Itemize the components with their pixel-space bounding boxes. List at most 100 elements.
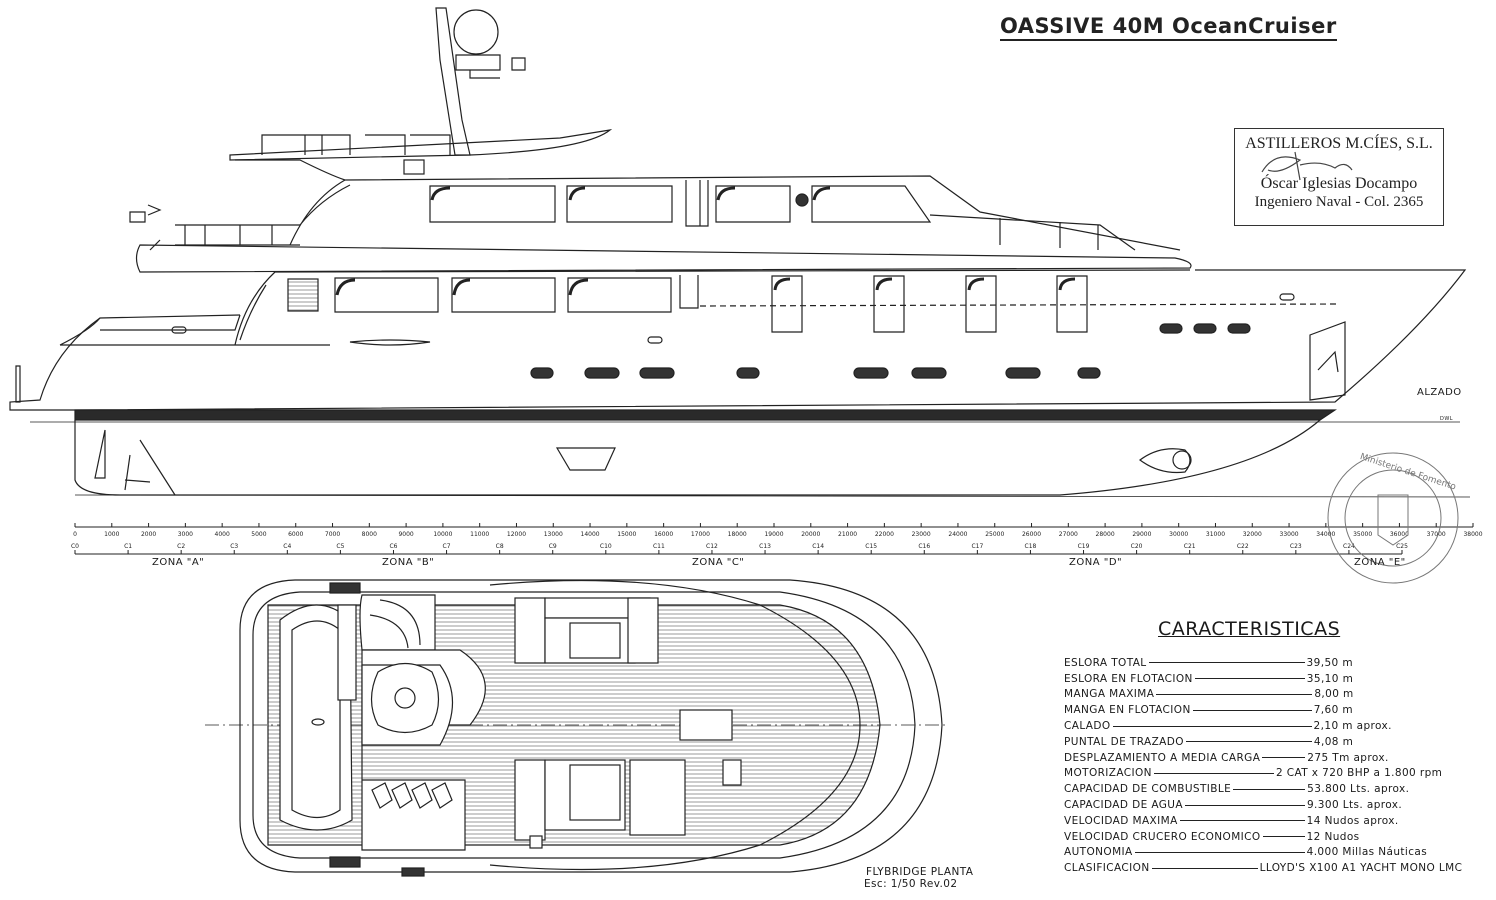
spec-value: 2,10 m aprox. xyxy=(1313,720,1392,733)
specs-heading: CARACTERISTICAS xyxy=(1158,618,1341,640)
frame-label: C19 xyxy=(1078,543,1090,550)
ruler-mm-label: 34000 xyxy=(1316,531,1335,538)
ruler-mm-label: 24000 xyxy=(948,531,967,538)
frame-label: C17 xyxy=(971,543,983,550)
spec-label: ESLORA EN FLOTACION xyxy=(1064,672,1193,685)
frame-label: C11 xyxy=(653,543,665,550)
ruler-mm-label: 6000 xyxy=(288,531,303,538)
zone-label: ZONA "C" xyxy=(692,557,745,568)
frame-label: C3 xyxy=(230,543,238,550)
ruler-mm-label: 18000 xyxy=(728,531,747,538)
ruler-mm-label: 19000 xyxy=(764,531,783,538)
ruler-mm-label: 1000 xyxy=(104,531,119,538)
zone-label: ZONA "E" xyxy=(1354,557,1406,568)
spec-label: PUNTAL DE TRAZADO xyxy=(1064,735,1184,748)
ruler-mm-label: 9000 xyxy=(398,531,413,538)
ruler-mm-label: 30000 xyxy=(1169,531,1188,538)
ruler-mm-label: 35000 xyxy=(1353,531,1372,538)
zone-label: ZONA "A" xyxy=(152,557,205,568)
frame-label: C14 xyxy=(812,543,824,550)
spec-value: 9.300 Lts. aprox. xyxy=(1306,799,1403,812)
spec-label: MANGA MAXIMA xyxy=(1064,688,1155,701)
leader-line xyxy=(1153,772,1274,774)
upper-windows xyxy=(429,185,932,223)
frame-label: C1 xyxy=(124,543,132,550)
spec-value: 35,10 m xyxy=(1306,672,1354,685)
waterline-label: DWL xyxy=(1440,416,1454,422)
ruler-mm-label: 4000 xyxy=(215,531,230,538)
ruler-mm-label: 16000 xyxy=(654,531,673,538)
spec-row: CAPACIDAD DE AGUA 9.300 Lts. aprox. xyxy=(1064,797,1484,813)
ruler-mm-label: 8000 xyxy=(362,531,377,538)
drawing-title: OASSIVE 40M OceanCruiser xyxy=(1000,14,1337,41)
spec-row: AUTONOMIA 4.000 Millas Náuticas xyxy=(1064,845,1484,861)
frame-label: C4 xyxy=(283,543,291,550)
leader-line xyxy=(1179,820,1305,822)
staircase xyxy=(359,594,436,651)
ruler-mm-label: 17000 xyxy=(691,531,710,538)
hull-portholes xyxy=(530,323,1251,379)
frame-label: C24 xyxy=(1343,543,1355,550)
hull-sheer xyxy=(9,269,1467,411)
ruler-mm-label: 0 xyxy=(73,531,77,538)
spec-value: 39,50 m xyxy=(1306,656,1353,669)
leader-line xyxy=(1194,678,1305,680)
svg-text:Ministerio de Fomento: Ministerio de Fomento xyxy=(1359,452,1458,493)
spec-label: CAPACIDAD DE AGUA xyxy=(1064,799,1183,812)
leader-line xyxy=(1185,741,1312,743)
spec-label: MOTORIZACION xyxy=(1064,767,1152,780)
flybridge-hardtop xyxy=(229,129,613,161)
ruler-mm-label: 36000 xyxy=(1390,531,1409,538)
spec-value: 4.000 Millas Náuticas xyxy=(1306,846,1428,859)
spec-value: 53.800 Lts. aprox. xyxy=(1307,783,1410,796)
frame-label: C9 xyxy=(549,543,557,550)
ruler-mm-label: 13000 xyxy=(544,531,563,538)
ruler-mm-label: 31000 xyxy=(1206,531,1225,538)
frame-label: C5 xyxy=(336,543,344,550)
spec-row: CALADO 2,10 m aprox. xyxy=(1064,718,1484,734)
ruler-mm-label: 27000 xyxy=(1059,531,1078,538)
spec-value: 275 Tm aprox. xyxy=(1307,751,1389,764)
ruler-mm-label: 15000 xyxy=(617,531,636,538)
frame-label: C25 xyxy=(1396,543,1408,550)
ruler-mm-label: 28000 xyxy=(1096,531,1115,538)
leader-line xyxy=(1134,851,1305,853)
spec-value: 2 CAT x 720 BHP a 1.800 rpm xyxy=(1275,767,1443,780)
ruler-mm-label: 22000 xyxy=(875,531,894,538)
frame-label: C18 xyxy=(1025,543,1037,550)
leader-line xyxy=(1148,662,1305,664)
ruler-mm-label: 12000 xyxy=(507,531,526,538)
spec-label: CLASIFICACION xyxy=(1064,862,1150,875)
stamp-role: Ingeniero Naval - Col. 2365 xyxy=(1254,194,1424,210)
boot-top-stripe xyxy=(74,409,1337,421)
elevation-label: ALZADO xyxy=(1417,387,1462,398)
signature xyxy=(1261,151,1353,181)
frame-label: C2 xyxy=(177,543,185,550)
spec-value: 7,60 m xyxy=(1313,704,1354,717)
radome xyxy=(453,9,499,55)
spec-row: ESLORA EN FLOTACION 35,10 m xyxy=(1064,671,1484,687)
mast xyxy=(435,7,471,156)
spec-label: AUTONOMIA xyxy=(1064,846,1133,859)
leader-line xyxy=(1151,867,1258,869)
jacuzzi xyxy=(370,662,440,734)
ruler-mm-label: 3000 xyxy=(178,531,193,538)
spec-label: VELOCIDAD MAXIMA xyxy=(1064,814,1178,827)
ruler-mm-label: 2000 xyxy=(141,531,156,538)
spec-value: 12 Nudos xyxy=(1306,830,1360,843)
spec-value: 14 Nudos aprox. xyxy=(1306,814,1399,827)
flybridge-plan-view xyxy=(205,579,945,877)
ruler-mm-label: 23000 xyxy=(912,531,931,538)
leader-line xyxy=(1156,693,1313,695)
spec-label: CALADO xyxy=(1064,720,1111,733)
spec-value: LLOYD'S X100 A1 YACHT MONO LMC xyxy=(1259,862,1463,875)
ruler-mm-label: 20000 xyxy=(801,531,820,538)
frame-label: C20 xyxy=(1131,543,1143,550)
frame-label: C16 xyxy=(918,543,930,550)
